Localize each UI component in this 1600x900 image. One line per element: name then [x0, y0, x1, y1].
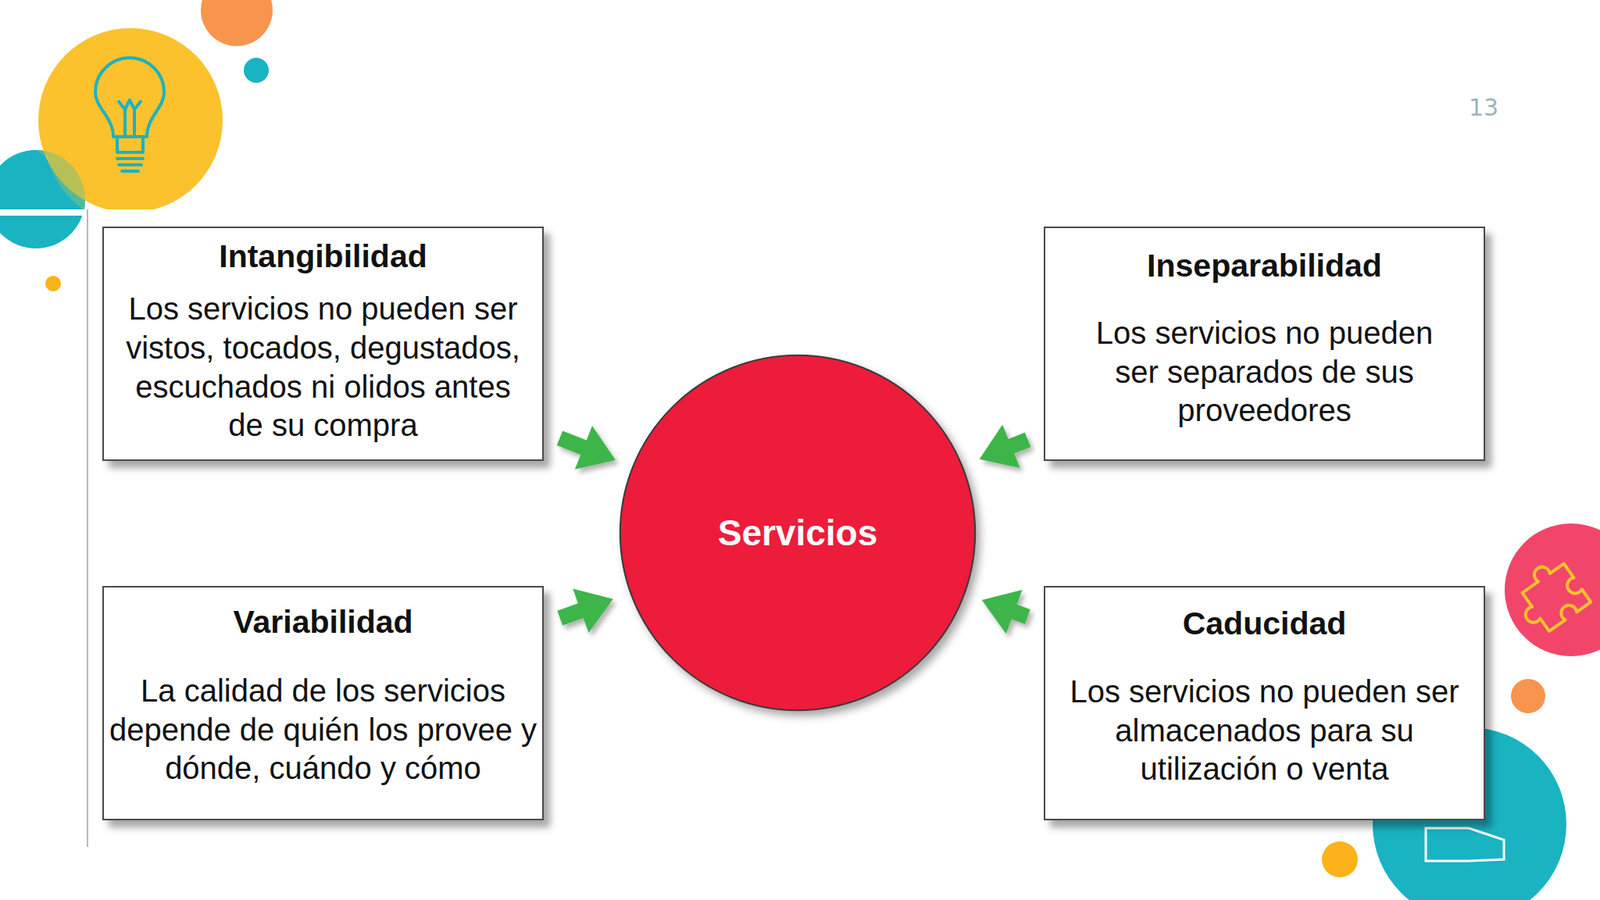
- arrow-head: [575, 425, 616, 470]
- arrow-shaft: [560, 609, 586, 619]
- box-body: Los servicios no pueden ser separados de…: [1077, 285, 1453, 460]
- feature-box: VariabilidadLa calidad de los servicios …: [102, 585, 544, 821]
- feature-box: InseparabilidadLos servicios no pueden s…: [1043, 226, 1486, 461]
- deco-hand: [1425, 828, 1504, 861]
- feature-box: CaducidadLos servicios no pueden ser alm…: [1043, 585, 1486, 821]
- circle-label: Servicios: [717, 511, 879, 554]
- arrow-shaft: [559, 438, 588, 450]
- box-heading: Variabilidad: [232, 603, 413, 642]
- page-number: 13: [1468, 93, 1499, 122]
- box-body: Los servicios no pueden ser vistos, toca…: [116, 275, 531, 460]
- flow-arrow: [560, 588, 614, 633]
- deco-circle: [1504, 523, 1600, 657]
- flow-arrow: [559, 425, 615, 470]
- box-body: La calidad de los servicios depende de q…: [106, 641, 541, 819]
- box-heading: Caducidad: [1182, 604, 1347, 643]
- deco-overlap: [35, 150, 86, 211]
- lightbulb-icon: [95, 57, 165, 172]
- flow-arrow: [982, 589, 1029, 634]
- deco-circle: [45, 275, 61, 292]
- puzzle-icon: [1507, 554, 1592, 638]
- margin-rule: [86, 209, 89, 847]
- deco-circle: [1510, 678, 1546, 714]
- box-heading: Inseparabilidad: [1146, 246, 1383, 286]
- box-heading: Intangibilidad: [218, 237, 427, 276]
- deco-circle: [243, 57, 269, 83]
- arrow-head: [979, 424, 1021, 468]
- deco-circle: [1321, 841, 1358, 878]
- arrow-head: [982, 589, 1023, 634]
- box-body: Los servicios no pueden ser almacenados …: [1047, 642, 1483, 819]
- service-circle: Servicios: [618, 353, 977, 712]
- feature-box: IntangibilidadLos servicios no pueden se…: [102, 226, 544, 461]
- arrow-shaft: [1007, 439, 1029, 449]
- arrow-head: [572, 588, 614, 633]
- circle-shape: [620, 355, 975, 711]
- deco-circle: [200, 0, 273, 47]
- flow-arrow: [979, 424, 1029, 468]
- deco-mask: [0, 209, 204, 216]
- arrow-shaft: [1009, 610, 1028, 617]
